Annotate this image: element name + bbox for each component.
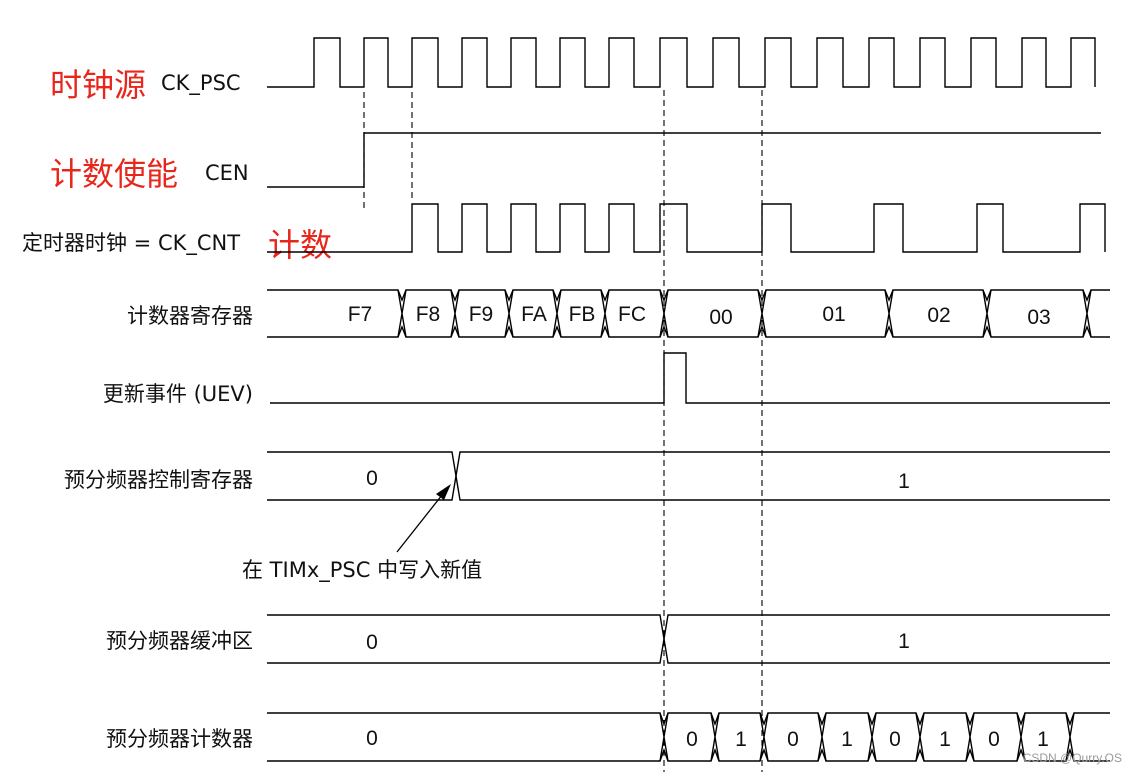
ck-cnt-label: 定时器时钟 = CK_CNT	[22, 231, 240, 256]
prescaler-buffer-value-1: 1	[898, 630, 910, 653]
counter-value-f7: F7	[348, 303, 373, 326]
counter-value-fc: FC	[618, 303, 646, 326]
prescaler-buffer-value-0: 0	[366, 631, 378, 654]
prescaler-counter-value: 1	[841, 728, 853, 751]
counter-value-f8: F8	[416, 303, 441, 326]
prescaler-counter-value: 1	[1037, 728, 1049, 751]
counter-value-01: 01	[822, 303, 845, 326]
count-highlight-label: 计数	[268, 226, 332, 264]
counter-value-02: 02	[927, 304, 950, 327]
update-event-label: 更新事件 (UEV)	[103, 382, 253, 406]
write-new-value-annotation: 在 TIMx_PSC 中写入新值	[242, 558, 482, 583]
write-annotation: 在 TIMx_PSC 中写入新值	[242, 484, 482, 583]
ck-psc-label: CK_PSC	[161, 71, 241, 96]
cen-waveform	[267, 132, 1101, 188]
watermark: CSDN @Qurry.OS	[1023, 751, 1122, 765]
prescaler-buffer-bus: 0 1	[267, 614, 1110, 664]
ck-psc-waveform	[267, 37, 1096, 88]
prescaler-control-value-0: 0	[366, 467, 378, 490]
prescaler-counter-value: 1	[939, 728, 951, 751]
prescaler-counter-value: 1	[735, 728, 747, 751]
prescaler-control-register-label: 预分频器控制寄存器	[64, 468, 253, 492]
counter-value-fb: FB	[569, 303, 596, 326]
prescaler-control-register-bus: 0 1	[267, 451, 1110, 501]
counter-value-f9: F9	[469, 303, 494, 326]
counter-register-bus: F7 F8 F9 FA FB FC 00 01 02 03	[267, 289, 1110, 338]
prescaler-counter-label: 预分频器计数器	[106, 727, 253, 751]
counter-value-00: 00	[709, 306, 732, 329]
uev-waveform	[270, 352, 1110, 404]
prescaler-counter-value: 0	[787, 728, 799, 751]
ck-cnt-waveform	[267, 203, 1106, 253]
clock-source-highlight-label: 时钟源	[50, 66, 146, 104]
counter-register-label: 计数器寄存器	[127, 304, 253, 328]
prescaler-control-value-1: 1	[898, 470, 910, 493]
cen-label: CEN	[205, 161, 249, 185]
counter-value-fa: FA	[521, 303, 547, 326]
prescaler-buffer-label: 预分频器缓冲区	[106, 629, 253, 653]
prescaler-counter-value: 0	[988, 728, 1000, 751]
counter-value-03: 03	[1027, 306, 1050, 329]
prescaler-counter-value: 0	[686, 728, 698, 751]
prescaler-counter-bus: 0 0 1 0 1 0 1 0 1	[267, 712, 1110, 762]
prescaler-counter-value: 0	[366, 727, 378, 750]
count-enable-highlight-label: 计数使能	[50, 155, 178, 193]
prescaler-counter-value: 0	[889, 728, 901, 751]
